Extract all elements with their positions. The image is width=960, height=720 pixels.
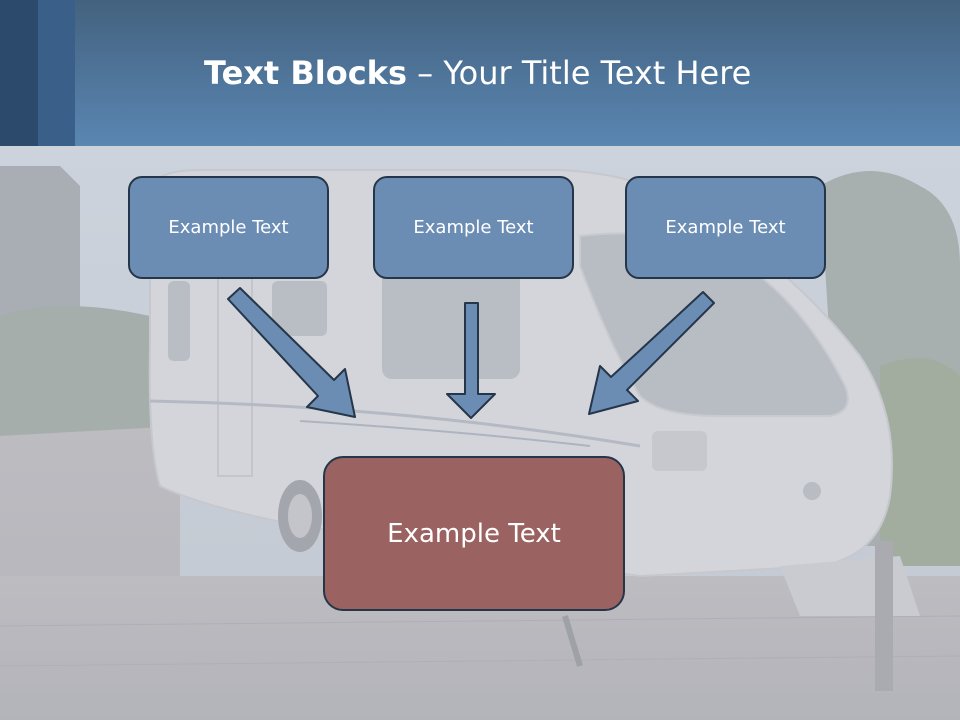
title-bold: Text Blocks [204,54,407,92]
text-block-3[interactable]: Example Text [625,176,826,279]
title-rest: Your Title Text Here [443,54,752,92]
header-stripe-mid [38,0,75,146]
arrow-down-right-icon [227,287,356,418]
text-block-1[interactable]: Example Text [128,176,329,279]
header-stripe-dark [0,0,38,146]
text-block-result[interactable]: Example Text [323,456,625,611]
text-block-2[interactable]: Example Text [373,176,574,279]
header-band: Text Blocks – Your Title Text Here [0,0,960,146]
slide-title: Text Blocks – Your Title Text Here [204,54,751,92]
arrow-down-left-icon [588,291,715,415]
arrow-down-icon [446,302,496,419]
title-separator: – [407,54,444,92]
